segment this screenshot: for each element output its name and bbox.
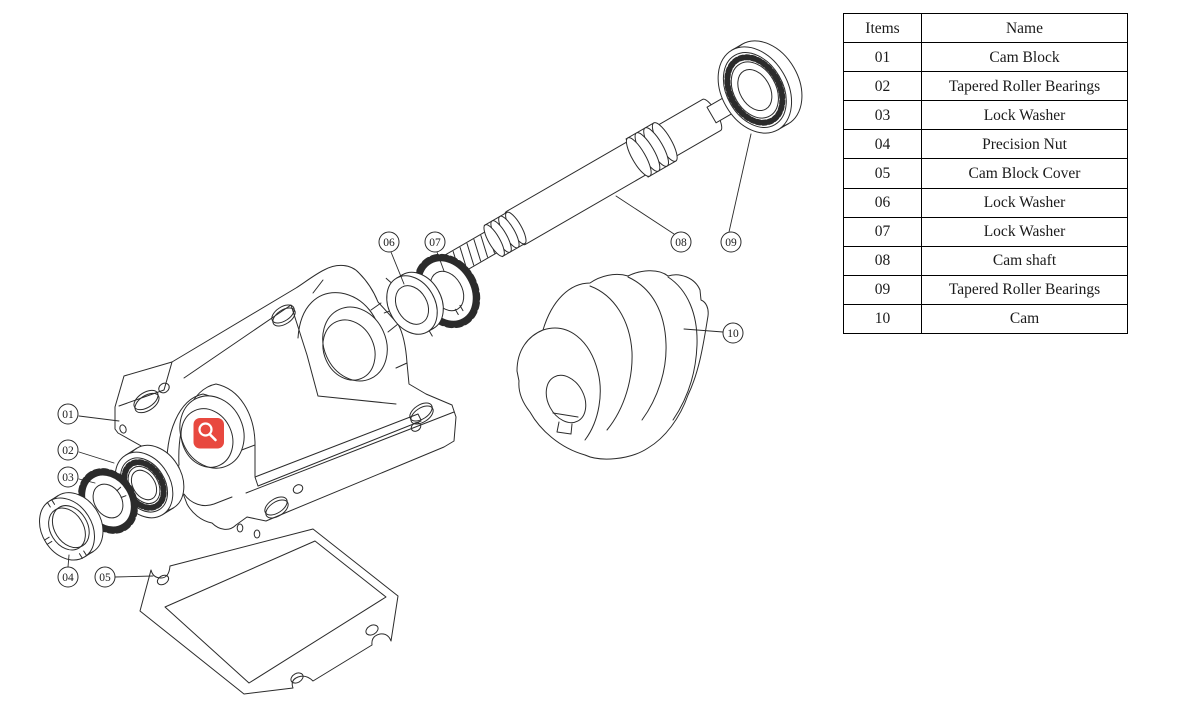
name-cell: Lock Washer — [921, 100, 1128, 131]
part-tapered-roller-bearing-09 — [717, 40, 803, 134]
table-row: 08 Cam shaft — [843, 245, 1128, 276]
name-cell: Cam shaft — [921, 245, 1128, 276]
name-cell: Tapered Roller Bearings — [921, 71, 1128, 102]
part-cam-shaft — [442, 89, 747, 278]
items-header: Items — [843, 12, 922, 44]
callout-03: 03 — [57, 466, 79, 488]
table-header-row: Items Name — [843, 12, 1128, 44]
item-cell: 07 — [843, 216, 922, 247]
callout-01-label: 01 — [62, 409, 74, 421]
part-cam — [516, 270, 709, 460]
item-cell: 01 — [843, 42, 922, 73]
callout-07: 07 — [424, 231, 446, 253]
callouts: 01 02 03 04 05 06 — [57, 231, 744, 588]
callout-07-label: 07 — [429, 237, 441, 249]
item-cell: 02 — [843, 71, 922, 102]
table-row: 06 Lock Washer — [843, 187, 1128, 218]
name-header: Name — [921, 12, 1128, 44]
callout-10-label: 10 — [727, 328, 739, 340]
table-row: 07 Lock Washer — [843, 216, 1128, 247]
part-tapered-roller-bearing-02 — [114, 444, 185, 519]
name-cell: Cam Block — [921, 42, 1128, 73]
rear-bearing-tower — [297, 279, 408, 382]
leader-lines — [67, 133, 752, 578]
magnifier-icon — [198, 422, 217, 442]
item-cell: 08 — [843, 245, 922, 276]
callout-04-label: 04 — [62, 572, 74, 584]
table-row: 03 Lock Washer — [843, 100, 1128, 131]
item-cell: 04 — [843, 129, 922, 160]
name-cell: Lock Washer — [921, 187, 1128, 218]
parts-table: Items Name 01 Cam Block 02 Tapered Rolle… — [843, 12, 1128, 335]
table-row: 01 Cam Block — [843, 42, 1128, 73]
callout-01: 01 — [57, 403, 79, 425]
name-cell: Precision Nut — [921, 129, 1128, 160]
item-cell: 05 — [843, 158, 922, 189]
name-cell: Lock Washer — [921, 216, 1128, 247]
item-cell: 03 — [843, 100, 922, 131]
callout-09-label: 09 — [725, 237, 737, 249]
table-row: 04 Precision Nut — [843, 129, 1128, 160]
name-cell: Cam — [921, 303, 1128, 335]
callout-09: 09 — [720, 231, 742, 253]
callout-05-label: 05 — [99, 572, 111, 584]
item-cell: 06 — [843, 187, 922, 218]
part-cam-block-cover — [139, 528, 399, 695]
name-cell: Cam Block Cover — [921, 158, 1128, 189]
part-lock-washer-06 — [383, 271, 444, 337]
callout-08: 08 — [670, 231, 692, 253]
table-row: 05 Cam Block Cover — [843, 158, 1128, 189]
table-row: 09 Tapered Roller Bearings — [843, 274, 1128, 305]
callout-06: 06 — [378, 231, 400, 253]
item-cell: 09 — [843, 274, 922, 305]
magnifier-marker[interactable] — [193, 418, 225, 449]
callout-02: 02 — [57, 439, 79, 461]
table-row: 10 Cam — [843, 303, 1128, 335]
callout-03-label: 03 — [62, 472, 74, 484]
callout-08-label: 08 — [675, 237, 687, 249]
callout-04: 04 — [57, 566, 79, 588]
callout-05: 05 — [94, 566, 116, 588]
callout-06-label: 06 — [383, 237, 395, 249]
callout-10: 10 — [722, 322, 744, 344]
table-row: 02 Tapered Roller Bearings — [843, 71, 1128, 102]
name-cell: Tapered Roller Bearings — [921, 274, 1128, 305]
callout-02-label: 02 — [62, 445, 74, 457]
part-precision-nut — [39, 492, 104, 561]
item-cell: 10 — [843, 303, 922, 335]
